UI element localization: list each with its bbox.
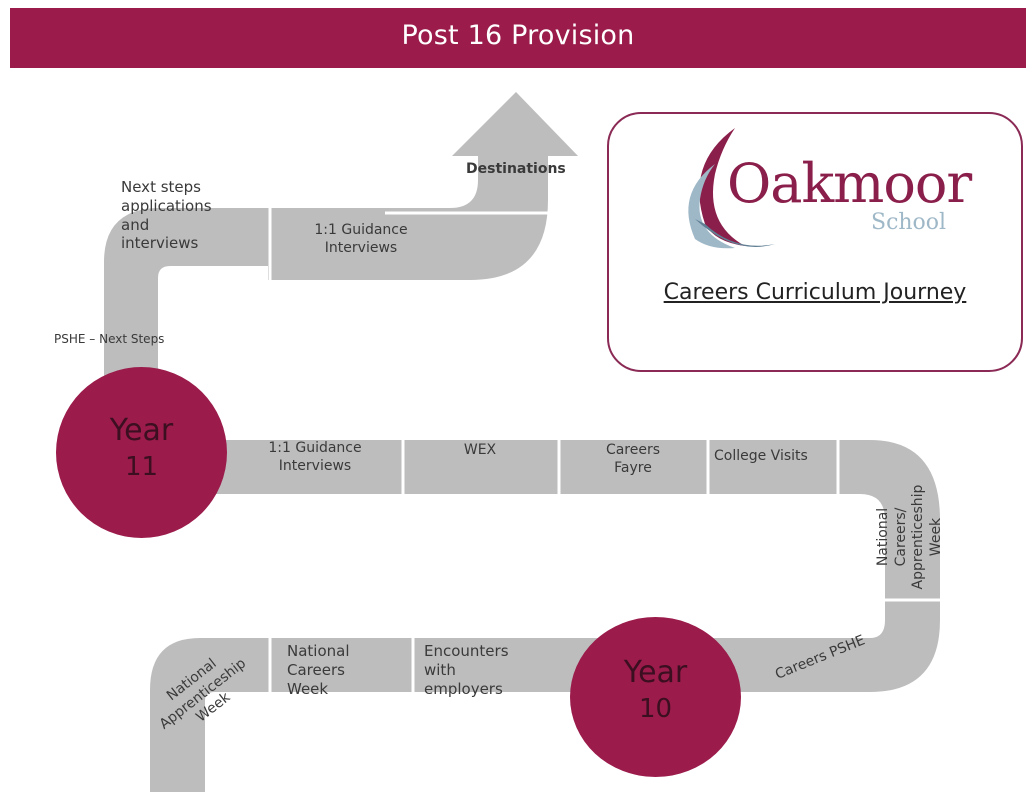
label-middle-guidance-interviews: 1:1 Guidance Interviews (268, 440, 362, 474)
road-top-curve (385, 150, 548, 280)
label-careers-fayre: Careers Fayre (605, 442, 661, 476)
label-national-careers-week: National Careers Week (287, 642, 350, 698)
year-11-label: Year (109, 413, 174, 448)
card-title: Careers Curriculum Journey (663, 280, 967, 305)
road-right-bend (838, 440, 940, 692)
logo-subtitle: School (871, 210, 947, 235)
label-pshe-next-steps: PSHE – Next Steps (54, 332, 165, 346)
road-bottom-tail (150, 638, 270, 792)
label-next-steps-applications: Next steps applications and interviews (121, 178, 212, 253)
label-national-careers-apprenticeship-week: National Careers/ Apprenticeship Week (875, 484, 944, 590)
year-10-number: 10 (638, 694, 673, 724)
road-dividers (268, 205, 940, 696)
year-11-number: 11 (124, 452, 159, 482)
page-title: Post 16 Provision (401, 20, 635, 51)
label-destinations: Destinations (466, 161, 566, 177)
oakmoor-swoosh-icon (688, 128, 775, 249)
label-top-guidance-interviews: 1:1 Guidance Interviews (314, 222, 408, 256)
label-college-visits: College Visits (714, 448, 808, 464)
road-middle (150, 440, 840, 494)
year-11-circle: Year 11 (56, 367, 227, 538)
label-wex: WEX (463, 442, 497, 458)
destination-arrow-head (452, 92, 578, 156)
logo-card: Oakmoor School Careers Curriculum Journe… (607, 112, 1023, 372)
title-banner: Post 16 Provision (10, 8, 1026, 68)
year-10-label: Year (623, 655, 688, 690)
logo-wordmark: Oakmoor (727, 152, 972, 215)
road-top-bend (104, 208, 270, 300)
label-encounters-with-employers: Encounters with employers (424, 642, 509, 698)
year-10-circle: Year 10 (570, 617, 741, 777)
